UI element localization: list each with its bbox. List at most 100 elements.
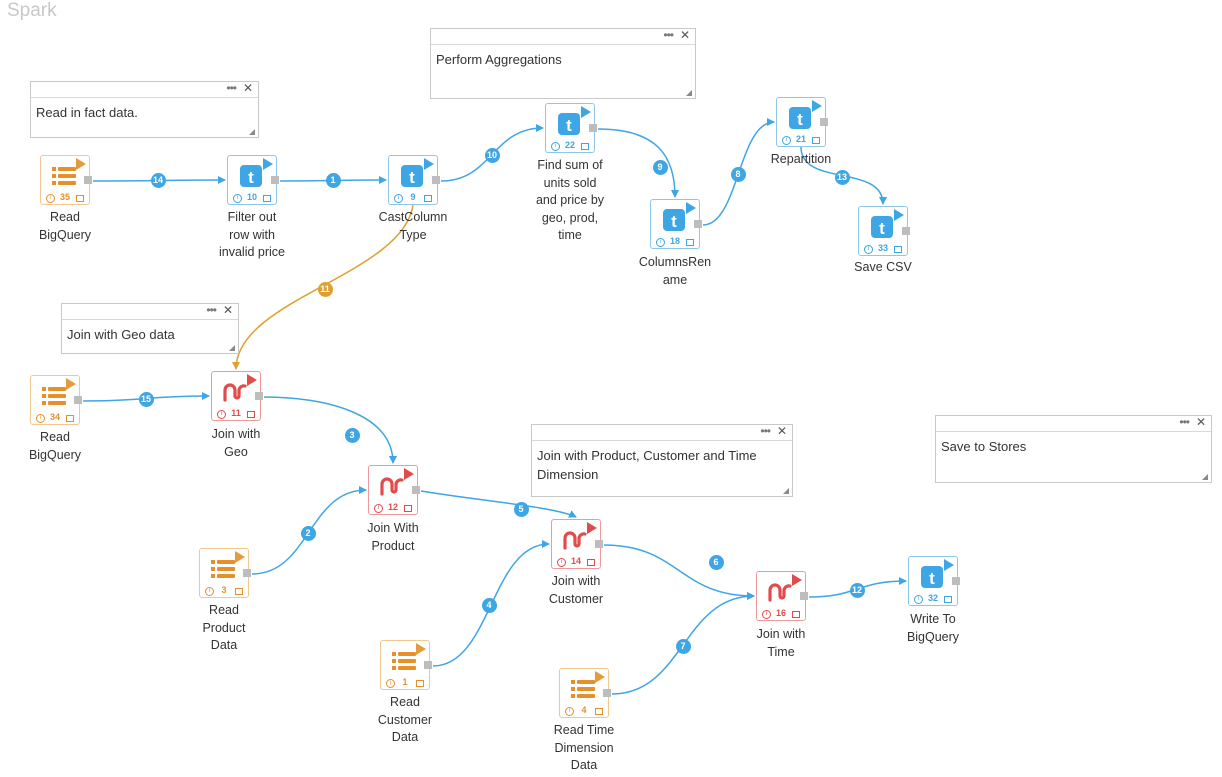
connection-badge[interactable]: 5 xyxy=(513,501,529,517)
more-icon[interactable]: ••• xyxy=(1179,415,1190,429)
output-port[interactable] xyxy=(603,689,611,697)
comment-note[interactable]: ••• ✕ Save to Stores xyxy=(935,415,1212,483)
connection-badge[interactable]: 10 xyxy=(484,147,500,163)
output-port[interactable] xyxy=(74,396,82,404)
run-icon[interactable] xyxy=(595,671,605,683)
copy-icon[interactable] xyxy=(595,708,603,715)
output-port[interactable] xyxy=(902,227,910,235)
connection-badge[interactable]: 7 xyxy=(675,638,691,654)
close-icon[interactable]: ✕ xyxy=(222,303,233,317)
note-text[interactable]: Save to Stores xyxy=(941,439,1027,454)
note-text[interactable]: Perform Aggregations xyxy=(436,52,562,67)
copy-icon[interactable] xyxy=(686,239,694,246)
connection-badge[interactable]: 1 xyxy=(325,172,341,188)
connection-line[interactable] xyxy=(263,396,397,464)
info-icon[interactable]: i xyxy=(386,679,395,688)
run-icon[interactable] xyxy=(581,106,591,118)
info-icon[interactable]: i xyxy=(551,142,560,151)
resize-handle[interactable] xyxy=(249,129,255,135)
connection-badge[interactable]: 9 xyxy=(652,159,668,175)
connection-badge[interactable]: 8 xyxy=(730,166,746,182)
run-icon[interactable] xyxy=(263,158,273,170)
copy-icon[interactable] xyxy=(416,680,424,687)
info-icon[interactable]: i xyxy=(782,136,791,145)
connection-line[interactable] xyxy=(420,490,577,518)
connection-line[interactable] xyxy=(603,544,755,600)
run-icon[interactable] xyxy=(66,378,76,390)
run-icon[interactable] xyxy=(404,468,414,480)
info-icon[interactable]: i xyxy=(565,707,574,716)
run-icon[interactable] xyxy=(247,374,257,386)
close-icon[interactable]: ✕ xyxy=(679,28,690,42)
comment-note[interactable]: •••✕ Join with Product, Customer and Tim… xyxy=(531,424,793,497)
connection-badge[interactable]: 13 xyxy=(834,169,850,185)
run-icon[interactable] xyxy=(812,100,822,112)
copy-icon[interactable] xyxy=(587,559,595,566)
resize-handle[interactable] xyxy=(229,345,235,351)
resize-handle[interactable] xyxy=(686,90,692,96)
run-icon[interactable] xyxy=(792,574,802,586)
more-icon[interactable]: ••• xyxy=(206,303,217,317)
resize-handle[interactable] xyxy=(1202,474,1208,480)
copy-icon[interactable] xyxy=(792,611,800,618)
comment-note[interactable]: ••• ✕ Perform Aggregations xyxy=(430,28,696,99)
connection-line[interactable] xyxy=(597,128,679,198)
more-icon[interactable]: ••• xyxy=(226,81,237,95)
copy-icon[interactable] xyxy=(66,415,74,422)
output-port[interactable] xyxy=(432,176,440,184)
connection-badge[interactable]: 6 xyxy=(708,554,724,570)
copy-icon[interactable] xyxy=(404,505,412,512)
connection-badge[interactable]: 2 xyxy=(300,525,316,541)
output-port[interactable] xyxy=(424,661,432,669)
info-icon[interactable]: i xyxy=(217,410,226,419)
info-icon[interactable]: i xyxy=(557,558,566,567)
close-icon[interactable]: ✕ xyxy=(242,81,253,95)
connection-badge[interactable]: 3 xyxy=(344,427,360,443)
info-icon[interactable]: i xyxy=(374,504,383,513)
copy-icon[interactable] xyxy=(247,411,255,418)
close-icon[interactable]: ✕ xyxy=(1195,415,1206,429)
connection-badge[interactable]: 14 xyxy=(150,172,166,188)
output-port[interactable] xyxy=(412,486,420,494)
run-icon[interactable] xyxy=(894,209,904,221)
output-port[interactable] xyxy=(694,220,702,228)
output-port[interactable] xyxy=(243,569,251,577)
copy-icon[interactable] xyxy=(944,596,952,603)
run-icon[interactable] xyxy=(76,158,86,170)
note-text[interactable]: Read in fact data. xyxy=(36,105,138,120)
copy-icon[interactable] xyxy=(235,588,243,595)
comment-note[interactable]: ••• ✕ Read in fact data. xyxy=(30,81,259,138)
output-port[interactable] xyxy=(595,540,603,548)
copy-icon[interactable] xyxy=(581,143,589,150)
copy-icon[interactable] xyxy=(894,246,902,253)
output-port[interactable] xyxy=(589,124,597,132)
connection-badge[interactable]: 11 xyxy=(317,281,333,297)
more-icon[interactable]: ••• xyxy=(663,28,674,42)
info-icon[interactable]: i xyxy=(656,238,665,247)
run-icon[interactable] xyxy=(424,158,434,170)
run-icon[interactable] xyxy=(686,202,696,214)
connection-badge[interactable]: 12 xyxy=(849,582,865,598)
copy-icon[interactable] xyxy=(263,195,271,202)
run-icon[interactable] xyxy=(587,522,597,534)
info-icon[interactable]: i xyxy=(864,245,873,254)
output-port[interactable] xyxy=(84,176,92,184)
info-icon[interactable]: i xyxy=(205,587,214,596)
copy-icon[interactable] xyxy=(76,195,84,202)
output-port[interactable] xyxy=(271,176,279,184)
output-port[interactable] xyxy=(820,118,828,126)
close-icon[interactable]: ✕ xyxy=(776,424,787,438)
